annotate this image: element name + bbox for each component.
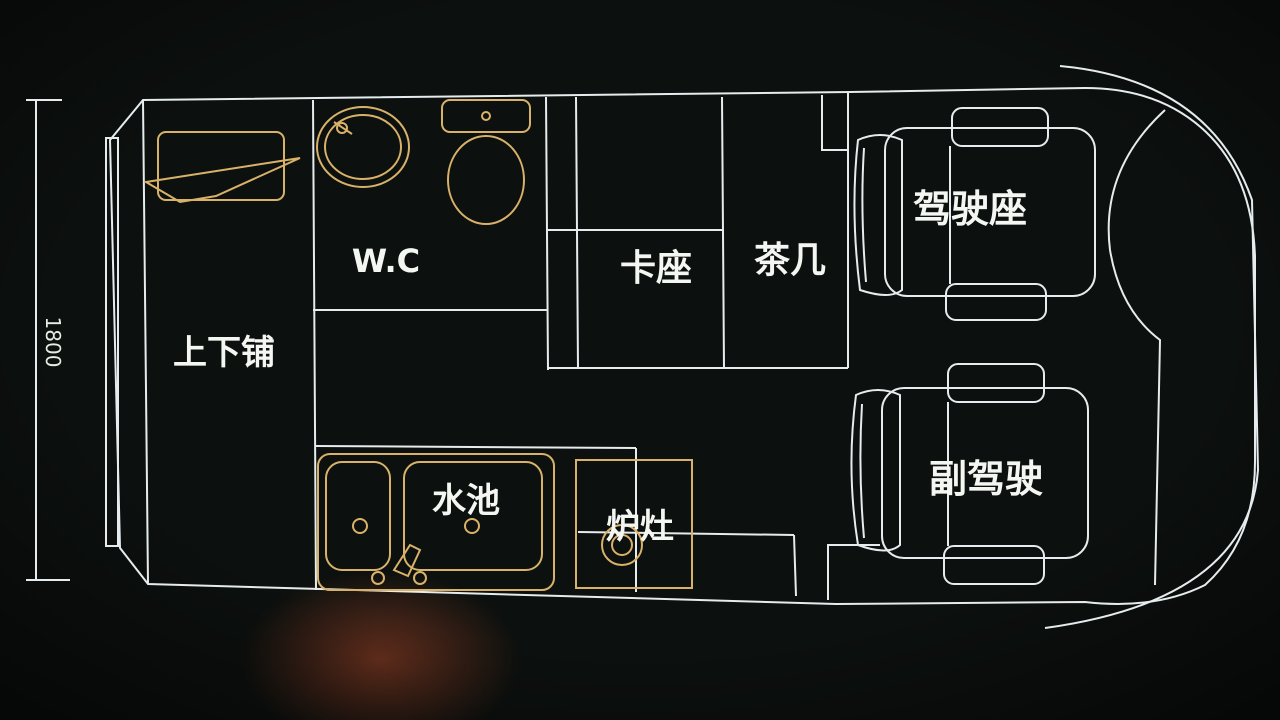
label-wc: W.C bbox=[352, 242, 420, 280]
booth-wall-left bbox=[575, 96, 579, 369]
label-bunk: 上下铺 bbox=[173, 333, 275, 373]
cab-partition bbox=[821, 95, 848, 151]
bed-pillow-shape bbox=[143, 131, 301, 204]
label-tea-table: 茶几 bbox=[754, 240, 826, 281]
tea-table-wall bbox=[721, 96, 725, 369]
label-booth: 卡座 bbox=[620, 248, 692, 289]
label-sink: 水池 bbox=[432, 481, 500, 521]
bunk-wall-left bbox=[142, 99, 149, 585]
rear-door-strip bbox=[105, 137, 119, 547]
stove-shape bbox=[575, 459, 693, 589]
passenger-step bbox=[827, 544, 880, 600]
label-stove: 炉灶 bbox=[606, 507, 674, 547]
wc-wall-right bbox=[545, 96, 549, 371]
toilet-shape bbox=[441, 99, 531, 225]
label-driver-seat: 驾驶座 bbox=[913, 187, 1027, 231]
passenger-seat-shape bbox=[850, 363, 1089, 585]
dashboard-curve bbox=[1107, 109, 1166, 586]
plan-lines bbox=[26, 65, 1260, 629]
kitchen-shelf-end bbox=[793, 534, 797, 597]
driver-seat-shape bbox=[853, 107, 1096, 321]
sink-shape bbox=[317, 453, 555, 591]
dimension-label: 1800 bbox=[41, 317, 65, 368]
fixtures bbox=[143, 99, 693, 591]
kitchen-shelf bbox=[577, 531, 795, 536]
kitchen-counter-top bbox=[315, 445, 637, 449]
wash-basin-shape bbox=[316, 106, 410, 188]
bunk-wall-right bbox=[312, 99, 317, 591]
windshield-outer bbox=[1044, 65, 1260, 629]
van-outline bbox=[108, 86, 1256, 606]
label-passenger-seat: 副驾驶 bbox=[929, 457, 1043, 501]
